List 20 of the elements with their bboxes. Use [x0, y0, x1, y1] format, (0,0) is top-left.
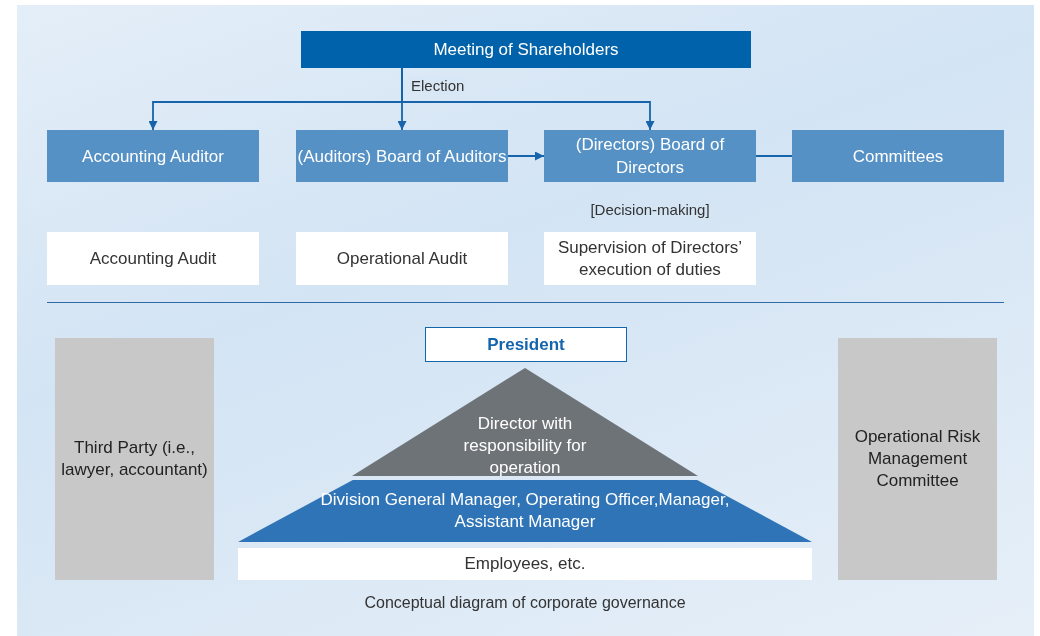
side-box: Third Party (i.e., lawyer, accountant): [55, 338, 214, 580]
connector-line: [755, 155, 793, 157]
org-box: (Directors) Board of Directors: [544, 130, 756, 182]
edge-label: Election: [409, 77, 467, 94]
org-box: Accounting Auditor: [47, 130, 259, 182]
pyramid-trapezoid: Division General Manager, Operating Officer,Manager, Assistant Manager: [238, 480, 812, 542]
org-box: Meeting of Shareholders: [301, 31, 751, 68]
org-box: (Auditors) Board of Auditors: [296, 130, 508, 182]
side-box: Operational Risk Management Committee: [838, 338, 997, 580]
arrow: [507, 151, 545, 161]
note-text: [Decision-making]: [589, 201, 711, 218]
title-box: President: [425, 327, 627, 362]
arrow: [401, 67, 655, 131]
pyramid-triangle: Director with responsibility for operation: [352, 368, 698, 476]
role-box: Accounting Audit: [47, 232, 259, 285]
caption: Conceptual diagram of corporate governance: [363, 594, 687, 612]
base-box: Employees, etc.: [238, 548, 812, 580]
role-box: Operational Audit: [296, 232, 508, 285]
role-box: Supervision of Directors’ execution of duties: [544, 232, 756, 285]
org-box: Committees: [792, 130, 1004, 182]
